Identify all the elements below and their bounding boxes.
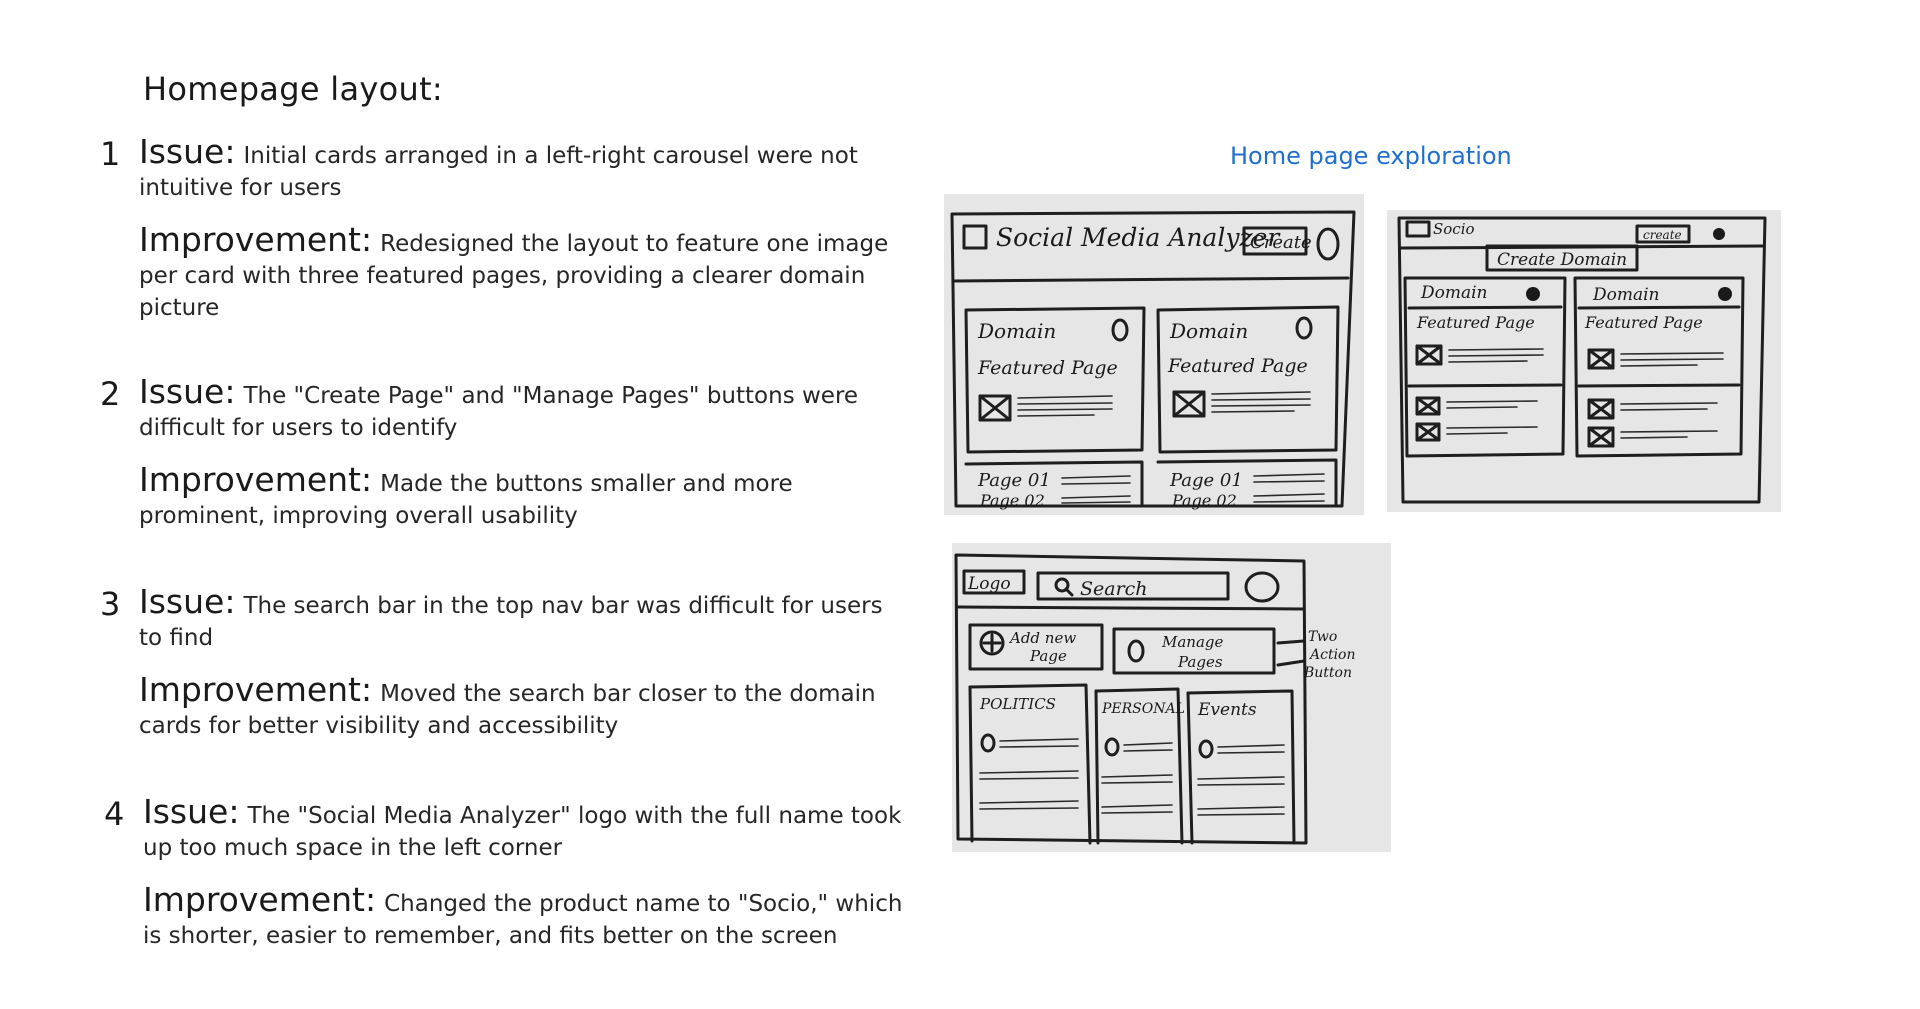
sketch1-card-title: Domain [1169,319,1248,343]
improvement-label: Improvement: [139,460,373,499]
sketch1-page2: Page 02 [979,491,1045,510]
issue-label: Issue: [143,792,240,831]
sketch2-create-button: create [1643,228,1682,242]
issue-text: Initial cards arranged in a left-right c… [139,143,858,201]
sketch1-app-name: Social Media Analyzer [996,223,1281,252]
item-number: 3 [100,585,121,623]
wireframe-sketch-3: Logo Search Add new Page Manage Pages Tw… [954,553,1356,845]
issue-paragraph: Issue:The "Social Media Analyzer" logo w… [143,795,903,864]
wireframe-sketch-2: Socio create Create Domain Domain Featur… [1397,216,1767,504]
sketch1-featured: Featured Page [1167,355,1308,377]
sketch3-add-page-line2: Page [1029,647,1067,665]
improvement-text: Made the buttons smaller and more promin… [139,471,793,529]
sketch1-page1: Page 01 [977,470,1051,491]
improvement-label: Improvement: [143,880,377,919]
sketch3-card3: Events [1197,700,1257,720]
issue-text: The search bar in the top nav bar was di… [139,593,883,651]
sketch3-logo: Logo [967,574,1011,594]
sketch3-search: Search [1080,578,1148,600]
sketch3-add-page-line1: Add new [1008,629,1076,647]
improvement-paragraph: Improvement:Made the buttons smaller and… [139,463,899,532]
issue-text: The "Social Media Analyzer" logo with th… [143,803,902,861]
sketch1-featured: Featured Page [977,357,1118,379]
improvement-label: Improvement: [139,220,373,259]
sketch2-create-domain-button: Create Domain [1497,250,1627,270]
item-number: 2 [100,375,121,413]
sketch2-card-title: Domain [1420,283,1488,303]
improvement-text: Redesigned the layout to feature one ima… [139,231,889,321]
issue-label: Issue: [139,582,236,621]
sketch3-manage-line2: Pages [1177,653,1223,671]
sketch3-card1: POLITICS [979,695,1056,713]
issue-label: Issue: [139,372,236,411]
improvement-paragraph: Improvement:Redesigned the layout to fea… [139,223,899,324]
sketch2-featured: Featured Page [1584,313,1703,332]
sketch1-page2: Page 02 [1171,491,1237,510]
issue-paragraph: Issue:The "Create Page" and "Manage Page… [139,375,899,444]
sketch3-card2: PERSONAL [1101,701,1185,717]
issue-text: The "Create Page" and "Manage Pages" but… [139,383,859,441]
sketch1-create-button: Create [1250,232,1312,253]
page-title: Homepage layout: [143,70,444,108]
issue-paragraph: Issue:The search bar in the top nav bar … [139,585,899,654]
issue-label: Issue: [139,132,236,171]
item-body: Issue:The search bar in the top nav bar … [139,585,899,742]
sketch2-featured: Featured Page [1416,313,1535,332]
item-number: 1 [100,135,121,173]
improvement-paragraph: Improvement:Moved the search bar closer … [139,673,899,742]
exploration-title: Home page exploration [1230,142,1512,170]
improvement-text: Moved the search bar closer to the domai… [139,681,876,739]
sketch1-page1: Page 01 [1169,470,1243,491]
item-body: Issue:The "Create Page" and "Manage Page… [139,375,899,532]
item-body: Issue:The "Social Media Analyzer" logo w… [143,795,903,952]
improvement-paragraph: Improvement:Changed the product name to … [143,883,903,952]
improvement-text: Changed the product name to "Socio," whi… [143,891,903,949]
issue-paragraph: Issue:Initial cards arranged in a left-r… [139,135,899,204]
sketch3-annotation: Two [1308,629,1337,645]
sketch3-manage-line1: Manage [1161,633,1224,651]
improvement-label: Improvement: [139,670,373,709]
sketch3-annotation: Button [1303,665,1352,681]
sketch-search-layout: Logo Search Add new Page Manage Pages Tw… [952,543,1391,852]
item-body: Issue:Initial cards arranged in a left-r… [139,135,899,324]
sketch1-card-title: Domain [977,319,1056,343]
sketch3-annotation: Action [1308,647,1356,663]
sketch-socio: Socio create Create Domain Domain Featur… [1387,210,1781,512]
item-number: 4 [104,795,125,833]
wireframe-sketch-1: Social Media Analyzer Create Domain Feat… [950,210,1356,510]
sketch2-card-title: Domain [1592,285,1660,305]
sketch2-app-name: Socio [1433,220,1475,238]
sketch-social-media-analyzer: Social Media Analyzer Create Domain Feat… [944,194,1364,515]
